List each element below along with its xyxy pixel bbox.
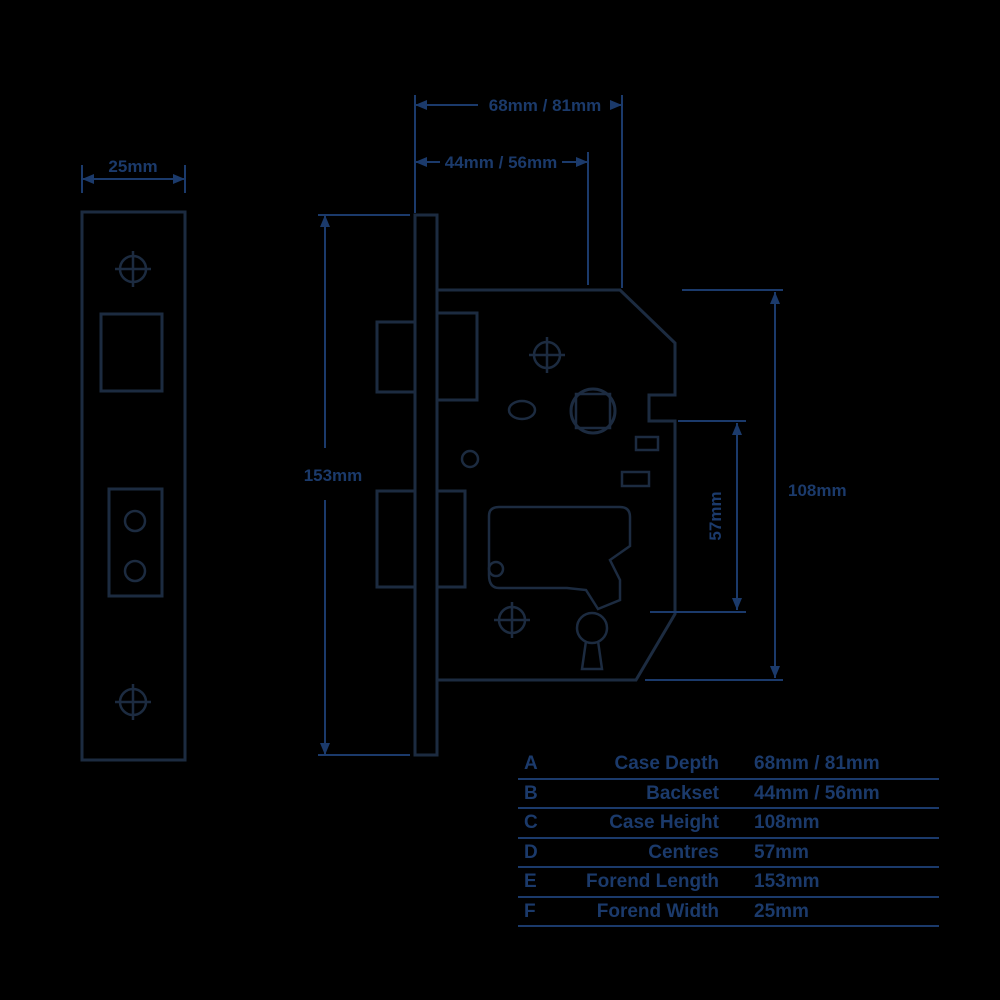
fixing-slot [507,399,537,421]
spec-letter: E [524,871,537,893]
spec-value: 25mm [754,900,809,922]
case-height-label: 108mm [788,481,847,500]
spec-label: Forend Width [596,900,719,922]
spec-value: 44mm / 56mm [754,782,880,804]
spec-letter: F [524,900,536,922]
dimension-backset: 44mm / 56mm [415,152,589,285]
case-detail-slot [634,435,660,452]
spec-row-forend-width: F Forend Width 25mm [518,898,939,927]
spec-label: Case Height [609,812,719,834]
case-depth-label: 68mm / 81mm [489,96,601,115]
spec-row-forend-length: E Forend Length 153mm [518,868,939,898]
latch-bolt [375,311,479,402]
backset-label: 44mm / 56mm [445,153,557,172]
screw-hole-icon [494,602,530,638]
spec-value: 57mm [754,841,809,863]
spec-row-case-depth: A Case Depth 68mm / 81mm [518,750,939,780]
case-detail-slot [620,470,651,488]
spec-label: Backset [646,782,719,804]
spec-letter: D [524,841,538,863]
centres-label: 57mm [706,491,725,540]
latch-aperture [99,312,164,393]
keyhole-icon [575,611,609,671]
lever-pack [487,505,632,611]
case-outline [435,288,677,682]
spec-row-case-height: C Case Height 108mm [518,809,939,839]
forend-width-label: 25mm [108,157,157,176]
screw-hole-icon [115,684,151,720]
dimension-centres: 57mm [650,420,746,613]
dimension-forend-length: 153mm [304,214,410,756]
spec-letter: C [524,812,538,834]
lock-case-side-view [375,213,677,757]
spec-value: 108mm [754,812,820,834]
forend-plate-outline [80,210,187,762]
pivot-hole [460,449,480,469]
spec-label: Centres [648,841,719,863]
deadbolt-aperture [107,487,164,598]
spec-letter: B [524,782,538,804]
dimension-forend-width: 25mm [81,157,186,193]
screw-hole-icon [529,337,565,373]
spec-label: Case Depth [614,753,719,775]
deadbolt [375,489,467,589]
spec-row-centres: D Centres 57mm [518,839,939,868]
spec-letter: A [524,753,538,775]
forend-side-profile [413,213,439,757]
spec-label: Forend Length [586,871,719,893]
spec-table: A Case Depth 68mm / 81mm B Backset 44mm … [518,750,939,927]
forend-length-label: 153mm [304,466,363,485]
spindle-follower [569,387,617,435]
forend-front-view [80,210,187,762]
spec-value: 68mm / 81mm [754,753,880,775]
dimension-case-depth: 68mm / 81mm [414,95,623,288]
spec-value: 153mm [754,871,820,893]
spec-row-backset: B Backset 44mm / 56mm [518,780,939,809]
dimension-case-height: 108mm [645,289,847,681]
screw-hole-icon [115,251,151,287]
